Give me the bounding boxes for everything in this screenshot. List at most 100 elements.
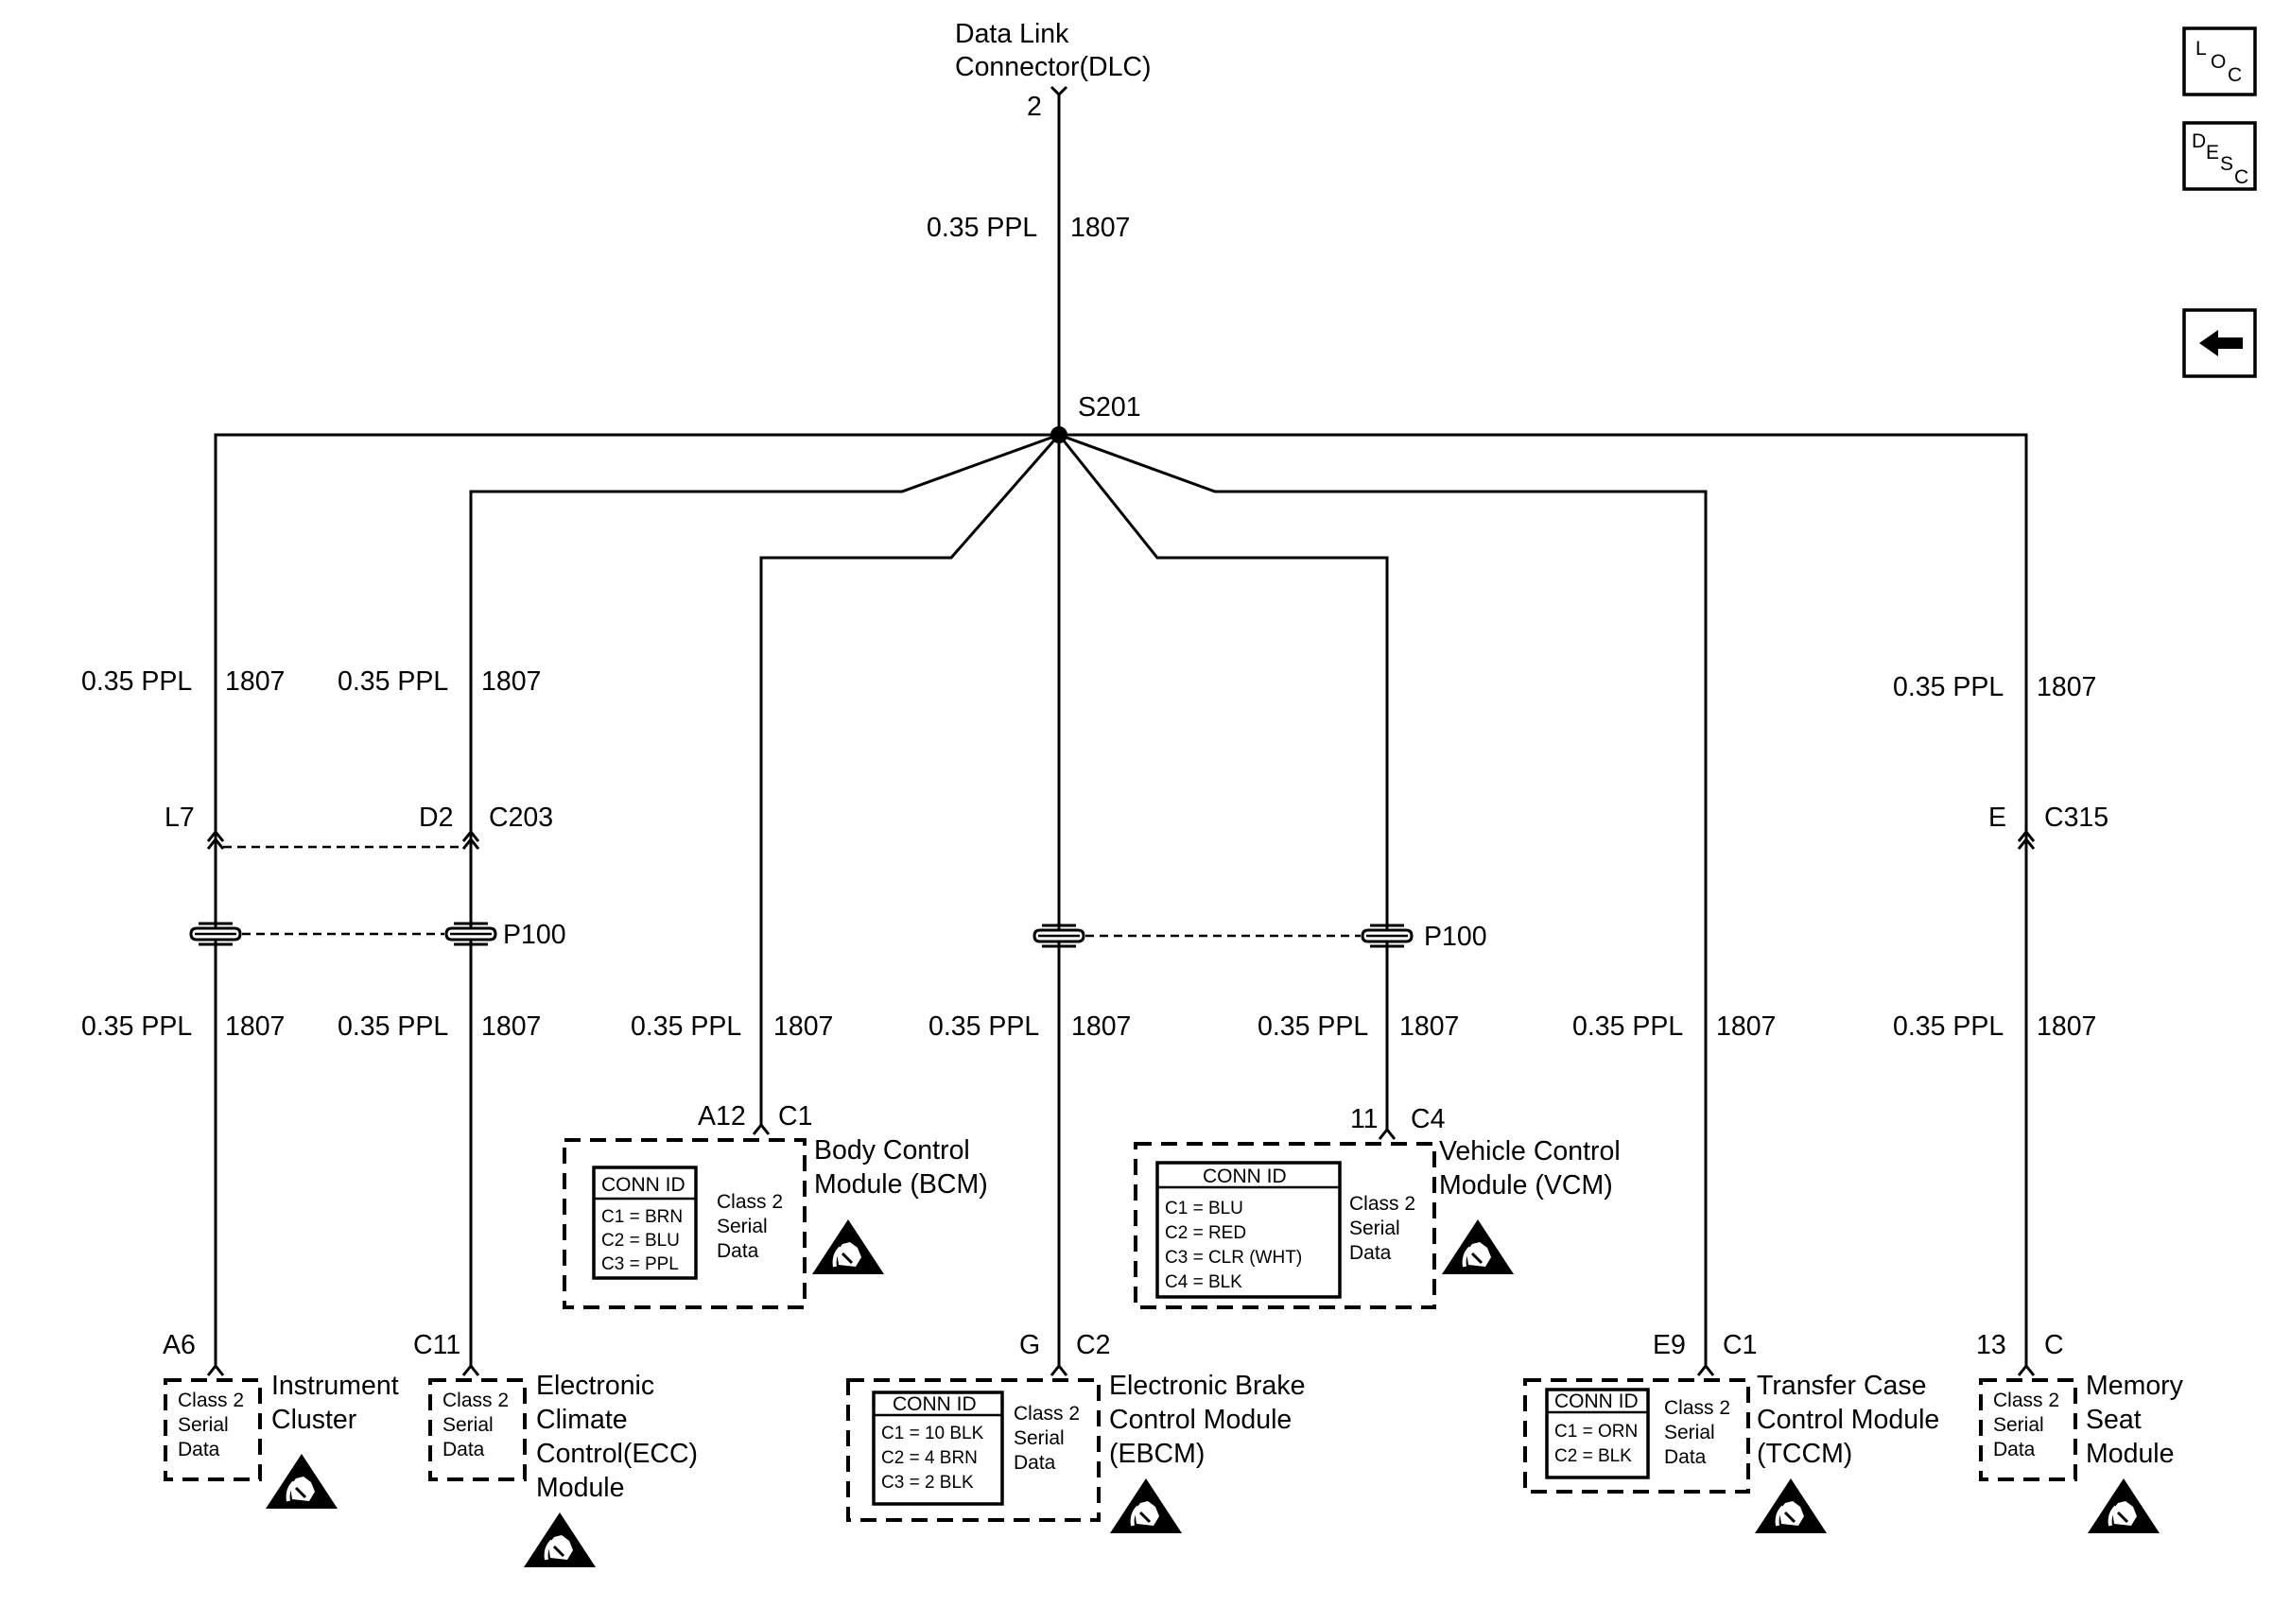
bcm-serial-3: Data (717, 1240, 759, 1262)
outer-bus-wire (214, 433, 2028, 1366)
dlc-pin: 2 (1027, 92, 1042, 122)
dlc-terminal (1050, 85, 1068, 97)
ic-esd-warning-icon (264, 1452, 339, 1511)
vcm-module: 11 C4 CONN ID C1 = BLU C2 = RED C3 = CLR… (1134, 1104, 1621, 1309)
bcm-serial-2: Serial (717, 1216, 768, 1237)
tccm-conn-id: CONN ID (1554, 1391, 1639, 1412)
tccm-title-1: Transfer Case (1757, 1371, 1927, 1401)
ecc-esd-warning-icon (522, 1511, 598, 1569)
svg-text:D: D (2192, 130, 2206, 152)
ebcm-serial-3: Data (1014, 1452, 1056, 1474)
ecc-serial-2: Serial (442, 1414, 494, 1436)
back-button[interactable] (2182, 308, 2257, 378)
bcm-circuit: 1807 (773, 1011, 833, 1042)
bcm-conn: C1 (778, 1101, 812, 1132)
ecc-title-2: Climate (536, 1405, 628, 1435)
bcm-id-1: C1 = BRN (601, 1207, 683, 1227)
ic-upper-gauge: 0.35 PPL (81, 666, 192, 697)
ic-upper-circuit: 1807 (225, 666, 285, 697)
pin-d2: D2 (419, 803, 453, 833)
bcm-id-3: C3 = PPL (601, 1254, 679, 1274)
ecc-module: C11 Class 2 Serial Data Electronic Clima… (413, 1330, 698, 1569)
ecc-title-1: Electronic (536, 1371, 654, 1401)
ebcm-gauge: 0.35 PPL (928, 1011, 1039, 1042)
ebcm-pin: G (1019, 1330, 1040, 1360)
svg-text:C: C (2234, 166, 2248, 188)
ic-pin: A6 (163, 1330, 196, 1360)
svg-text:O: O (2211, 51, 2226, 73)
ebcm-id-3: C3 = 2 BLK (881, 1473, 974, 1493)
bcm-module: A12 C1 CONN ID C1 = BRN C2 = BLU C3 = PP… (563, 1101, 988, 1309)
svg-text:L: L (2195, 38, 2207, 60)
ic-title-1: Instrument (271, 1371, 399, 1401)
svg-text:C: C (2228, 64, 2242, 86)
splice-label: S201 (1078, 392, 1141, 423)
tccm-serial-3: Data (1664, 1446, 1707, 1468)
loc-button[interactable]: L O C (2182, 26, 2257, 96)
ecc-serial-1: Class 2 (442, 1390, 509, 1411)
msm-title-3: Module (2086, 1439, 2174, 1469)
vcm-pin: 11 (1350, 1104, 1379, 1134)
dlc-label-line2: Connector(DLC) (955, 52, 1152, 82)
ic-serial-2: Serial (178, 1414, 229, 1436)
ic-serial-1: Class 2 (178, 1390, 244, 1411)
vcm-title-1: Vehicle Control (1439, 1136, 1621, 1166)
desc-button[interactable]: D E S C (2182, 121, 2257, 191)
bcm-title-2: Module (BCM) (814, 1169, 988, 1200)
ecc-serial-3: Data (442, 1439, 485, 1460)
ic-serial-3: Data (178, 1439, 220, 1460)
vcm-title-2: Module (VCM) (1439, 1170, 1613, 1201)
msm-title-2: Seat (2086, 1405, 2142, 1435)
tccm-serial-1: Class 2 (1664, 1397, 1730, 1419)
dlc-wire-gauge: 0.35 PPL (927, 213, 1037, 243)
ebcm-title-3: (EBCM) (1109, 1439, 1205, 1469)
pin-l7: L7 (165, 803, 195, 833)
vcm-serial-1: Class 2 (1349, 1193, 1415, 1215)
msm-title-1: Memory (2086, 1371, 2184, 1401)
ebcm-title-2: Control Module (1109, 1405, 1292, 1435)
ebcm-serial-1: Class 2 (1014, 1403, 1080, 1425)
ic-lower-circuit: 1807 (225, 1011, 285, 1042)
tccm-conn: C1 (1723, 1330, 1757, 1360)
vcm-esd-warning-icon (1440, 1218, 1516, 1276)
tccm-serial-2: Serial (1664, 1422, 1715, 1443)
p100-right-label: P100 (1424, 922, 1487, 952)
bcm-esd-warning-icon (810, 1218, 886, 1276)
ecc-upper-circuit: 1807 (481, 666, 541, 697)
ic-lower-gauge: 0.35 PPL (81, 1011, 192, 1042)
vcm-id-4: C4 = BLK (1165, 1272, 1242, 1292)
ecc-lower-gauge: 0.35 PPL (338, 1011, 448, 1042)
bcm-pin: A12 (698, 1101, 746, 1132)
dlc-wire-circuit: 1807 (1070, 213, 1130, 243)
ecc-upper-gauge: 0.35 PPL (338, 666, 448, 697)
vcm-id-3: C3 = CLR (WHT) (1165, 1248, 1302, 1268)
pin-e: E (1988, 803, 2006, 833)
bcm-conn-id: CONN ID (601, 1174, 685, 1196)
ebcm-circuit: 1807 (1071, 1011, 1131, 1042)
tccm-module: E9 C1 CONN ID C1 = ORN C2 = BLK Class 2 … (1523, 1330, 1939, 1535)
c315-label: C315 (2044, 803, 2108, 833)
p100-left-label: P100 (503, 920, 566, 950)
ecc-title-3: Control(ECC) (536, 1439, 698, 1469)
msm-serial-1: Class 2 (1993, 1390, 2059, 1411)
tccm-esd-warning-icon (1753, 1477, 1829, 1535)
c203-label: C203 (489, 803, 553, 833)
bcm-title-1: Body Control (814, 1135, 970, 1166)
ebcm-serial-2: Serial (1014, 1427, 1065, 1449)
msm-upper-gauge: 0.35 PPL (1893, 672, 2004, 702)
vcm-serial-2: Serial (1349, 1218, 1400, 1239)
vcm-serial-3: Data (1349, 1242, 1392, 1264)
ebcm-id-1: C1 = 10 BLK (881, 1424, 984, 1443)
vcm-id-2: C2 = RED (1165, 1223, 1246, 1243)
ebcm-esd-warning-icon (1108, 1477, 1184, 1535)
ecc-lower-circuit: 1807 (481, 1011, 541, 1042)
msm-lower-gauge: 0.35 PPL (1893, 1011, 2004, 1042)
tccm-id-2: C2 = BLK (1554, 1446, 1632, 1466)
msm-upper-circuit: 1807 (2037, 672, 2096, 702)
ic-title-2: Cluster (271, 1405, 357, 1435)
back-arrow-icon (2199, 330, 2243, 356)
tccm-title-2: Control Module (1757, 1405, 1939, 1435)
msm-pin: 13 (1976, 1330, 2006, 1360)
ebcm-conn-id: CONN ID (893, 1393, 977, 1415)
